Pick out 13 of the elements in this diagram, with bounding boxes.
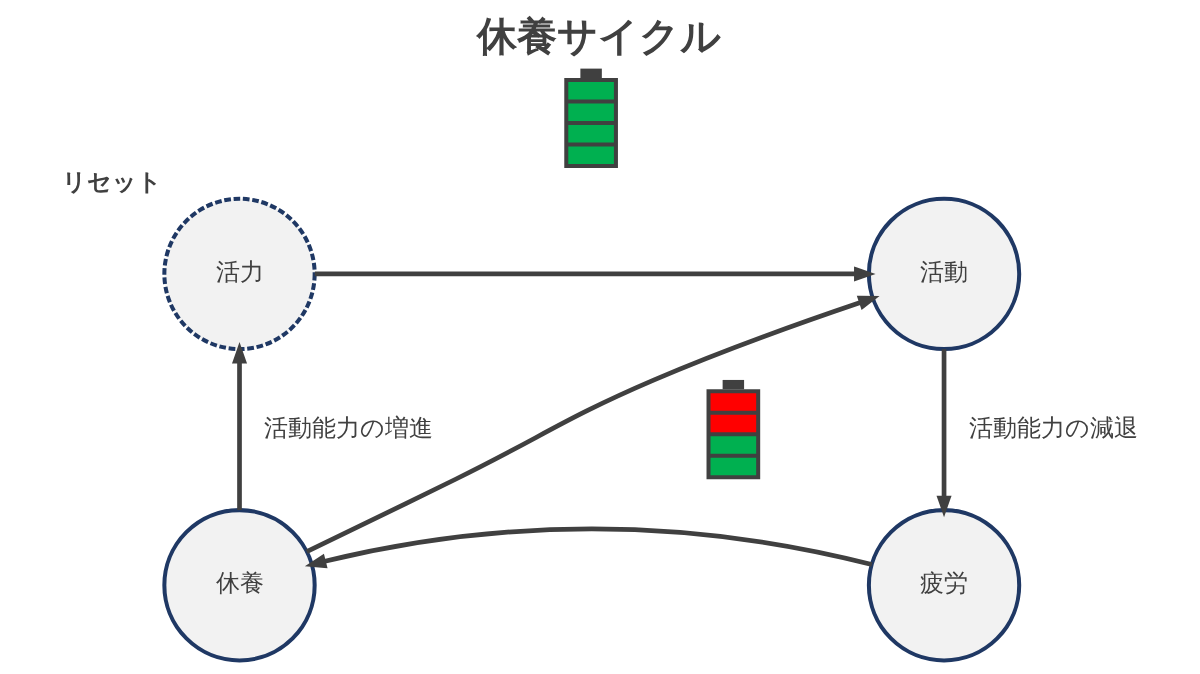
edge-label: 活動能力の増進 (263, 413, 433, 442)
node-circle: 疲労 (866, 508, 1021, 663)
node-circle: 休養 (161, 508, 317, 663)
arrow (936, 349, 952, 518)
arrow (305, 295, 880, 554)
diagram-title: 休養サイクル (476, 12, 721, 59)
node-label: リセット (61, 167, 162, 196)
arrow (304, 526, 872, 569)
node-circle: 活力 (161, 196, 317, 352)
arrow (314, 266, 876, 282)
edge-label: 活動能力の減退 (968, 413, 1138, 442)
node-circle: 活動 (866, 196, 1021, 352)
arrow (231, 342, 247, 511)
